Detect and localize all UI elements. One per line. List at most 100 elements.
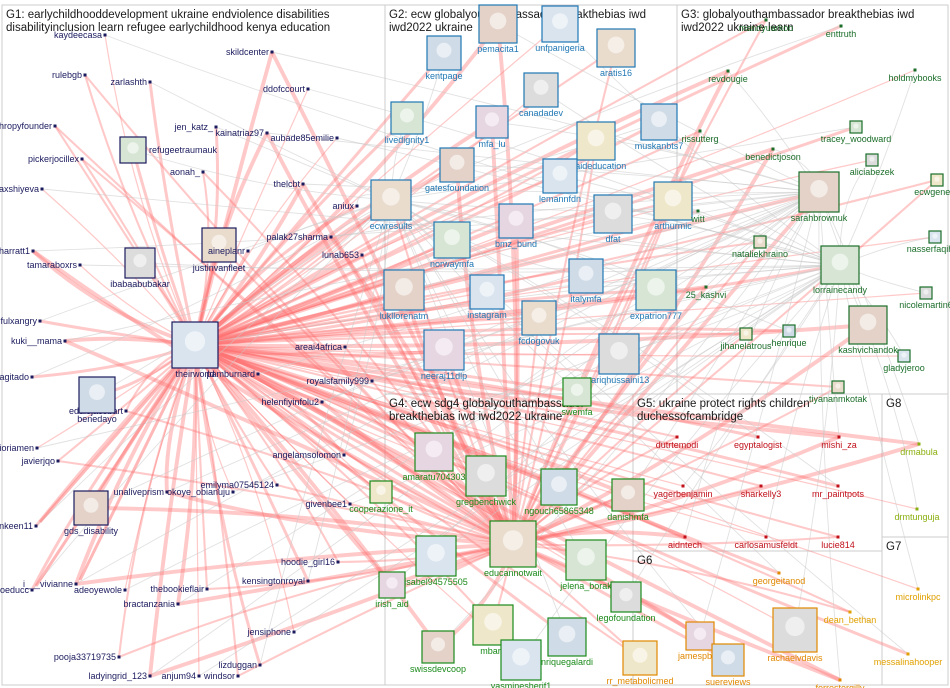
node-25_kashvi[interactable]: 25_kashvi bbox=[686, 285, 727, 301]
node-amaratu704303[interactable]: amaratu704303 bbox=[402, 432, 466, 482]
node-benedayo[interactable]: benedayo bbox=[77, 376, 117, 424]
node-microlinkpc[interactable]: microlinkpc bbox=[895, 587, 941, 603]
node-justinvanfleet[interactable]: justinvanfleet bbox=[192, 227, 246, 273]
node-lizduggan[interactable]: lizduggan bbox=[218, 660, 262, 670]
node-cooperazione_it[interactable]: cooperazione_it bbox=[349, 480, 413, 514]
node-muskanbts7[interactable]: muskanbts7 bbox=[635, 103, 684, 151]
node-refugeetraumauk[interactable]: refugeetraumauk bbox=[119, 136, 218, 164]
node-kashvichandok[interactable]: kashvichandok bbox=[838, 305, 898, 355]
node-lucie814[interactable]: lucie814 bbox=[821, 535, 855, 551]
node-jamespbob[interactable]: jamespbob bbox=[677, 621, 722, 661]
node-irish_aid[interactable]: irish_aid bbox=[375, 571, 409, 609]
node-lorrainecandy[interactable]: lorrainecandy bbox=[813, 245, 868, 295]
node-aliciabezek[interactable]: aliciabezek bbox=[850, 153, 895, 177]
node-nataliekhraino[interactable]: nataliekhraino bbox=[732, 235, 788, 259]
node-kuki__mama[interactable]: kuki__mama bbox=[11, 336, 67, 346]
node-pooja33719735[interactable]: pooja33719735 bbox=[54, 652, 121, 662]
node-anjum94[interactable]: anjum94 bbox=[161, 671, 201, 681]
node-mishi_za[interactable]: mishi_za bbox=[821, 435, 857, 451]
node-mfa_lu[interactable]: mfa_lu bbox=[475, 105, 509, 149]
node-educannotwait[interactable]: educannotwait bbox=[484, 520, 543, 578]
node-italymfa[interactable]: italymfa bbox=[568, 258, 604, 304]
node-holdmybooks[interactable]: holdmybooks bbox=[888, 68, 942, 84]
node-nriquegalardi[interactable]: nriquegalardi bbox=[541, 617, 593, 667]
node-witt[interactable]: witt bbox=[690, 209, 705, 225]
node-isabel94575505[interactable]: isabel94575505 bbox=[404, 535, 468, 587]
node-royalsfamily999[interactable]: royalsfamily999 bbox=[306, 376, 374, 386]
node-givenbee1[interactable]: givenbee1 bbox=[305, 499, 352, 509]
node-instagram[interactable]: instagram bbox=[467, 274, 507, 320]
node-ngouch65865348[interactable]: ngouch65865348 bbox=[524, 468, 594, 516]
node-forrestergilly[interactable]: forrestergilly bbox=[815, 678, 865, 688]
node-neeraj11dlp[interactable]: neeraj11dlp bbox=[421, 329, 467, 381]
node-egyptalogist[interactable]: egyptalogist bbox=[734, 435, 783, 451]
node-areai4africa[interactable]: areai4africa bbox=[295, 342, 347, 352]
node-thelcbt[interactable]: thelcbt bbox=[273, 179, 305, 189]
node-jelena_borak[interactable]: jelena_borak bbox=[559, 539, 612, 591]
node-aubade85emilie[interactable]: aubade85emilie bbox=[270, 133, 339, 143]
node-ddofccourt[interactable]: ddofccourt bbox=[263, 84, 310, 94]
node-kainatriaz97[interactable]: kainatriaz97 bbox=[215, 128, 269, 138]
node-lunab653[interactable]: lunab653 bbox=[322, 250, 364, 260]
node-revdougie[interactable]: revdougie bbox=[708, 69, 748, 85]
node-lemannfdn[interactable]: lemannfdn bbox=[539, 158, 581, 204]
node-theirworld[interactable]: theirworld bbox=[171, 321, 219, 379]
node-legofoundation[interactable]: legofoundation bbox=[596, 581, 656, 623]
node-yasminesherif1[interactable]: yasminesherif1 bbox=[491, 639, 552, 688]
node-tamaraboxrs[interactable]: tamaraboxrs bbox=[27, 260, 82, 270]
node-yagerbenjamin[interactable]: yagerbenjamin bbox=[653, 484, 713, 500]
node-sharkelly3[interactable]: sharkelly3 bbox=[741, 484, 782, 500]
node-javierjqo[interactable]: javierjqo bbox=[20, 456, 60, 466]
node-livedignity1[interactable]: livedignity1 bbox=[385, 101, 430, 145]
node-expatrion777[interactable]: expatrion777 bbox=[630, 269, 682, 321]
node-tariqhussaini13[interactable]: tariqhussaini13 bbox=[589, 333, 650, 385]
node-windsor[interactable]: windsor bbox=[203, 671, 240, 681]
node-ladyingrid_123[interactable]: ladyingrid_123 bbox=[88, 671, 152, 681]
node-carlosamusfeldt[interactable]: carlosamusfeldt bbox=[734, 535, 798, 551]
node-mandyuarkoo[interactable]: mandyuarkoo bbox=[739, 18, 794, 34]
node-okoye_obianuju[interactable]: okoye_obianuju bbox=[167, 487, 235, 497]
node-bmz_bund[interactable]: bmz_bund bbox=[495, 203, 537, 249]
node-beautifulxangry[interactable]: beautifulxangry bbox=[0, 316, 42, 326]
node-unfpanigeria[interactable]: unfpanigeria bbox=[535, 5, 585, 53]
node-kensingtonroyal[interactable]: kensingtonroyal bbox=[242, 576, 310, 586]
node-sarahbrownuk[interactable]: sarahbrownuk bbox=[791, 171, 848, 223]
node-thebookieflair[interactable]: thebookieflair bbox=[150, 584, 209, 594]
node-canadadev[interactable]: canadadev bbox=[519, 72, 564, 118]
node-gregbenchwick[interactable]: gregbenchwick bbox=[456, 455, 517, 507]
node-hoodie_girl16[interactable]: hoodie_girl16 bbox=[281, 557, 340, 567]
node-dfat[interactable]: dfat bbox=[593, 194, 633, 244]
node-norwaymfa[interactable]: norwaymfa bbox=[430, 221, 474, 269]
node-gboeducc[interactable]: gboeducc bbox=[0, 585, 34, 595]
node-suereviews[interactable]: suereviews bbox=[705, 643, 751, 687]
node-ecwresults[interactable]: ecwresults bbox=[370, 179, 413, 231]
node-ayselbaxshiyeva[interactable]: ayselbaxshiyeva bbox=[0, 184, 44, 194]
node-jensiphone[interactable]: jensiphone bbox=[246, 627, 296, 637]
node-aratis16[interactable]: aratis16 bbox=[596, 28, 636, 78]
node-aniux[interactable]: aniux bbox=[332, 201, 359, 211]
node-unaliveprism[interactable]: unaliveprism bbox=[113, 487, 169, 497]
node-lukllorenatm[interactable]: lukllorenatm bbox=[380, 269, 429, 321]
node-benedictjoson[interactable]: benedictjoson bbox=[745, 147, 801, 163]
node-gatesfoundation[interactable]: gatesfoundation bbox=[425, 147, 489, 193]
node-dutrtemodi[interactable]: dutrtemodi bbox=[656, 435, 699, 451]
node-danishmfa[interactable]: danishmfa bbox=[607, 478, 649, 522]
node-gladyjeroo[interactable]: gladyjeroo bbox=[883, 349, 925, 373]
node-angelamsolomon[interactable]: angelamsolomon bbox=[272, 450, 346, 460]
node-helenfiyinfolu2[interactable]: helenfiyinfolu2 bbox=[261, 397, 324, 407]
node-kentpage[interactable]: kentpage bbox=[425, 35, 463, 81]
node-nicolemartin6[interactable]: nicolemartin6 bbox=[899, 286, 950, 310]
node-pamburnard[interactable]: pamburnard bbox=[206, 369, 260, 379]
node-enttruth[interactable]: enttruth bbox=[826, 24, 857, 40]
node-kaydeecasa[interactable]: kaydeecasa bbox=[54, 30, 107, 40]
node-nicksharratt1[interactable]: nicksharratt1 bbox=[0, 246, 35, 256]
node-maragitado[interactable]: maragitado bbox=[0, 372, 34, 382]
node-aonah_[interactable]: aonah_ bbox=[170, 167, 205, 177]
node-henrique[interactable]: henrique bbox=[771, 324, 807, 348]
node-oshioriamen[interactable]: oshioriamen bbox=[0, 443, 39, 453]
node-mbare[interactable]: mbare bbox=[472, 604, 514, 656]
node-aineplanr[interactable]: aineplanr bbox=[208, 246, 250, 256]
node-annkeen11[interactable]: annkeen11 bbox=[0, 521, 38, 531]
node-rr_metabolicmed[interactable]: rr_metabolicmed bbox=[606, 640, 674, 686]
node-emilyma07545124[interactable]: emilyma07545124 bbox=[200, 480, 279, 490]
